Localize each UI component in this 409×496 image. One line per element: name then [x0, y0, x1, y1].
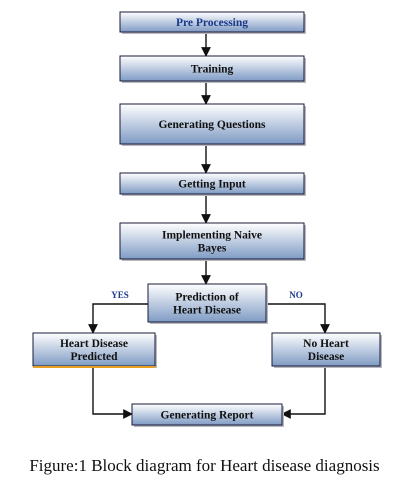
edge-prediction-to-no-heart-disease	[266, 303, 330, 334]
node-getting-input: Getting Input	[119, 172, 306, 196]
node-label-line: Getting Input	[178, 179, 246, 191]
edge-prediction-to-heart-disease-predicted	[88, 303, 148, 334]
node-label-line: Generating Report	[161, 410, 254, 422]
node-label-line: Pre Processing	[176, 17, 248, 29]
node-training: Training	[119, 55, 306, 83]
figure-caption: Figure:1 Block diagram for Heart disease…	[29, 456, 380, 475]
node-box	[32, 332, 156, 367]
edge-label-no: NO	[289, 290, 303, 300]
node-box	[119, 172, 305, 195]
node-box	[119, 11, 305, 33]
node-box	[147, 283, 267, 323]
node-label-line: Predicted	[70, 351, 118, 363]
node-box	[271, 332, 381, 367]
node-label-line: Bayes	[198, 243, 227, 255]
node-label-line: Implementing Naive	[162, 230, 262, 242]
node-label-line: Heart Disease	[173, 305, 241, 317]
node-label-line: Training	[191, 64, 234, 76]
edge-heart-disease-predicted-to-generating-report	[92, 366, 133, 419]
node-label-line: No Heart	[303, 338, 349, 350]
node-box	[119, 222, 305, 260]
node-box	[119, 55, 305, 82]
node-generating-questions: Generating Questions	[119, 103, 306, 146]
node-box	[119, 103, 305, 145]
node-pre-processing: Pre Processing	[119, 11, 306, 34]
node-box	[131, 403, 283, 426]
node-label-line: Prediction of	[175, 292, 239, 304]
node-accent-underline	[33, 366, 155, 368]
node-label-line: Heart Disease	[60, 338, 128, 350]
edge-no-heart-disease-to-generating-report	[281, 366, 326, 419]
node-generating-report: Generating Report	[131, 403, 284, 427]
node-label-line: Disease	[308, 351, 344, 363]
node-label-line: Generating Questions	[158, 119, 266, 131]
edge-label-yes: YES	[111, 290, 129, 300]
